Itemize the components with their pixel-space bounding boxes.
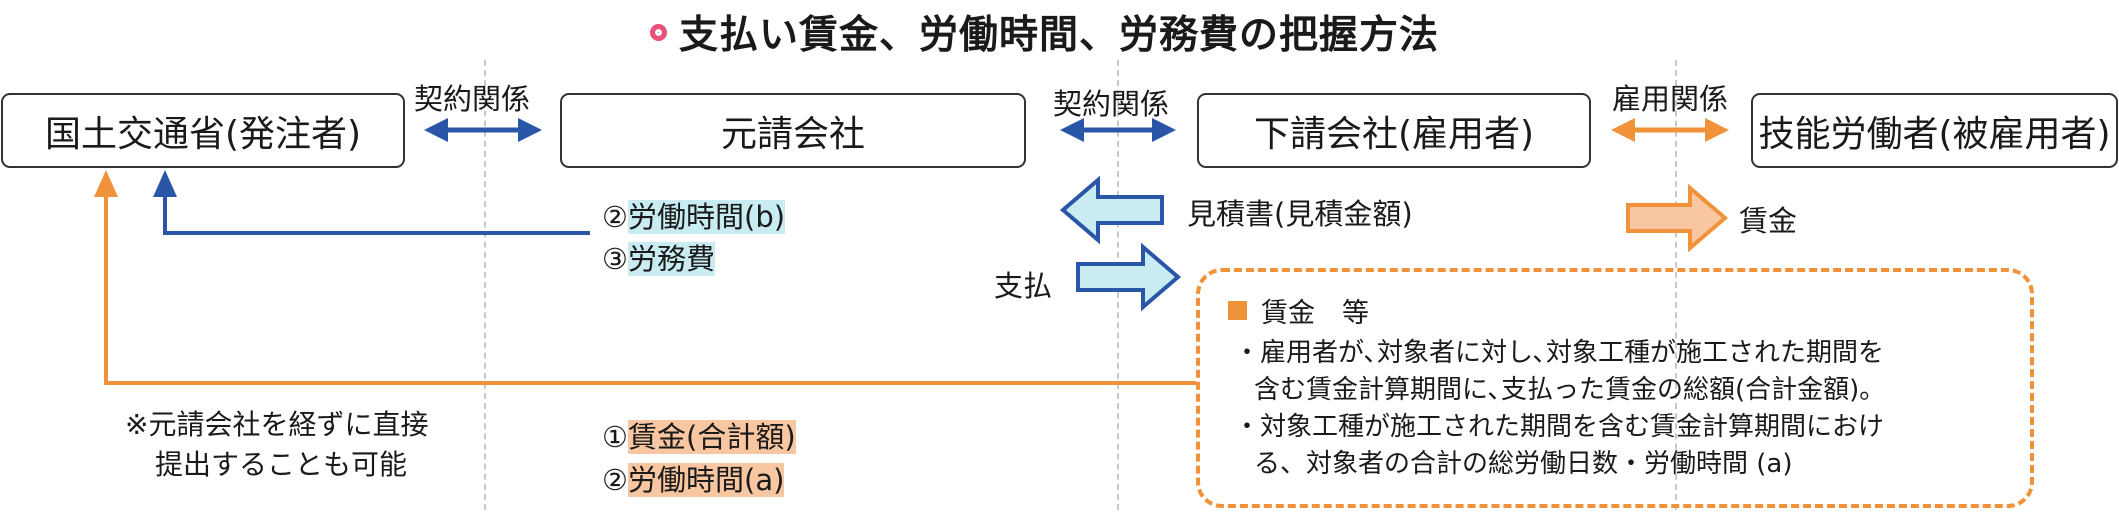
estimate-arrow: [1059, 175, 1164, 245]
divider-1: [484, 60, 486, 510]
title-text: 支払い賃金、労働時間、労務費の把握方法: [679, 13, 1440, 58]
ring-icon: [650, 23, 667, 41]
item-wage-total-text: 賃金(合計額): [628, 420, 796, 454]
wage-box-heading-text: 賃金 等: [1261, 298, 1369, 329]
blue-report-line: [153, 170, 590, 235]
page-title: 支払い賃金、労働時間、労務費の把握方法: [650, 4, 1439, 60]
payment-arrow: [1076, 242, 1182, 312]
direct-submit-note: ※元請会社を経ずに直接 提出することも可能: [125, 405, 428, 485]
note-line-1: ※元請会社を経ずに直接: [125, 408, 429, 441]
divider-3: [1675, 60, 1677, 510]
item-labor-hours-a: ②労働時間(a): [602, 459, 785, 501]
wage-arrow: [1626, 183, 1729, 253]
node-mlit-label: 国土交通省(発注者): [44, 113, 362, 155]
item-labor-cost: ③労務費: [602, 238, 716, 280]
item-labor-hours-b-text: 労働時間(b): [628, 200, 786, 234]
relation-contract-1: 契約関係: [414, 82, 531, 116]
item-labor-hours-b-num: ②: [602, 200, 628, 234]
item-labor-hours-a-num: ②: [602, 463, 628, 497]
node-subcontractor: 下請会社(雇用者): [1197, 93, 1591, 168]
node-sub-label: 下請会社(雇用者): [1253, 113, 1535, 155]
node-mlit: 国土交通省(発注者): [1, 93, 405, 168]
bullet-1-line-1: ・雇用者が､対象者に対し､対象工種が施工された期間を: [1234, 338, 1885, 368]
orange-report-line: [94, 170, 1196, 385]
node-worker-label: 技能労働者(被雇用者): [1758, 113, 2111, 155]
double-arrow-employment: [1611, 118, 1729, 142]
square-bullet-icon: [1228, 301, 1247, 320]
item-wage-total-num: ①: [602, 420, 628, 454]
wage-box-heading: 賃金 等: [1228, 291, 1369, 330]
bullet-2-line-1: ・対象工種が施工された期間を含む賃金計算期間におけ: [1234, 412, 1885, 442]
item-labor-cost-text: 労務費: [628, 242, 716, 276]
relation-contract-2: 契約関係: [1053, 87, 1170, 121]
note-line-2: 提出することも可能: [155, 448, 408, 481]
node-prime-label: 元請会社: [720, 113, 865, 155]
payment-label: 支払: [994, 269, 1053, 303]
wage-box-bullets: ・雇用者が､対象者に対し､対象工種が施工された期間を 含む賃金計算期間に､支払っ…: [1234, 335, 1885, 483]
bullet-2-line-2: る、対象者の合計の総労働日数・労働時間 (a): [1254, 449, 1793, 479]
wage-label: 賃金: [1739, 204, 1798, 238]
item-wage-total: ①賃金(合計額): [602, 416, 796, 458]
item-labor-cost-num: ③: [602, 242, 628, 276]
node-worker: 技能労働者(被雇用者): [1751, 93, 2118, 168]
double-arrow-contract-2: [1060, 118, 1176, 142]
wage-detail-box: [1196, 268, 2034, 508]
double-arrow-contract-1: [424, 118, 542, 142]
node-prime-contractor: 元請会社: [560, 93, 1026, 168]
estimate-label: 見積書(見積金額): [1187, 197, 1413, 231]
item-labor-hours-a-text: 労働時間(a): [628, 463, 785, 497]
bullet-1-line-2: 含む賃金計算期間に､支払った賃金の総額(合計金額)。: [1254, 375, 1886, 405]
relation-employment: 雇用関係: [1612, 82, 1729, 116]
item-labor-hours-b: ②労働時間(b): [602, 196, 786, 238]
